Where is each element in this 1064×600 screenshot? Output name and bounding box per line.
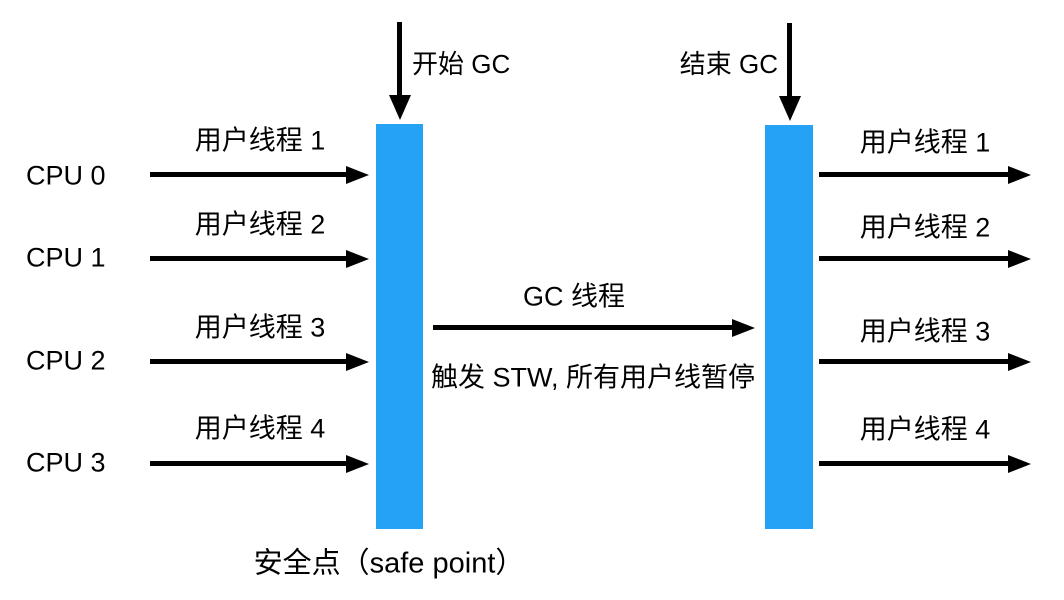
- cpu-label: CPU 3: [26, 447, 106, 478]
- cpu-label: CPU 2: [26, 345, 106, 376]
- user-thread-arrow-right: [819, 359, 1008, 364]
- end-gc-arrow-icon: [787, 23, 792, 96]
- safe-point-bar-left: [376, 124, 423, 529]
- user-thread-arrow-left: [150, 359, 346, 364]
- user-thread-arrow-right: [819, 256, 1008, 261]
- stw-caption: 触发 STW, 所有用户线暂停: [431, 362, 755, 393]
- gc-thread-label: GC 线程: [522, 281, 626, 312]
- cpu-label: CPU 0: [26, 160, 106, 191]
- start-gc-arrow-icon: [397, 22, 402, 95]
- user-thread-label-right: 用户线程 2: [859, 212, 991, 243]
- user-thread-label-right: 用户线程 4: [859, 414, 991, 445]
- cpu-label: CPU 1: [26, 242, 106, 273]
- user-thread-label-left: 用户线程 3: [194, 312, 326, 343]
- user-thread-label-right: 用户线程 1: [859, 127, 991, 158]
- user-thread-label-left: 用户线程 2: [194, 209, 326, 240]
- user-thread-label-left: 用户线程 1: [194, 125, 326, 156]
- user-thread-arrow-left: [150, 256, 346, 261]
- safe-point-caption: 安全点（safe point）: [253, 547, 525, 580]
- user-thread-label-left: 用户线程 4: [194, 413, 326, 444]
- user-thread-arrow-left: [150, 172, 346, 177]
- start-gc-label: 开始 GC: [412, 49, 511, 79]
- user-thread-arrow-right: [819, 461, 1008, 466]
- user-thread-arrow-left: [150, 461, 346, 466]
- safe-point-bar-right: [765, 125, 813, 529]
- user-thread-arrow-right: [819, 172, 1008, 177]
- gc-thread-arrow: [433, 325, 732, 330]
- end-gc-label: 结束 GC: [679, 49, 778, 79]
- user-thread-label-right: 用户线程 3: [859, 316, 991, 347]
